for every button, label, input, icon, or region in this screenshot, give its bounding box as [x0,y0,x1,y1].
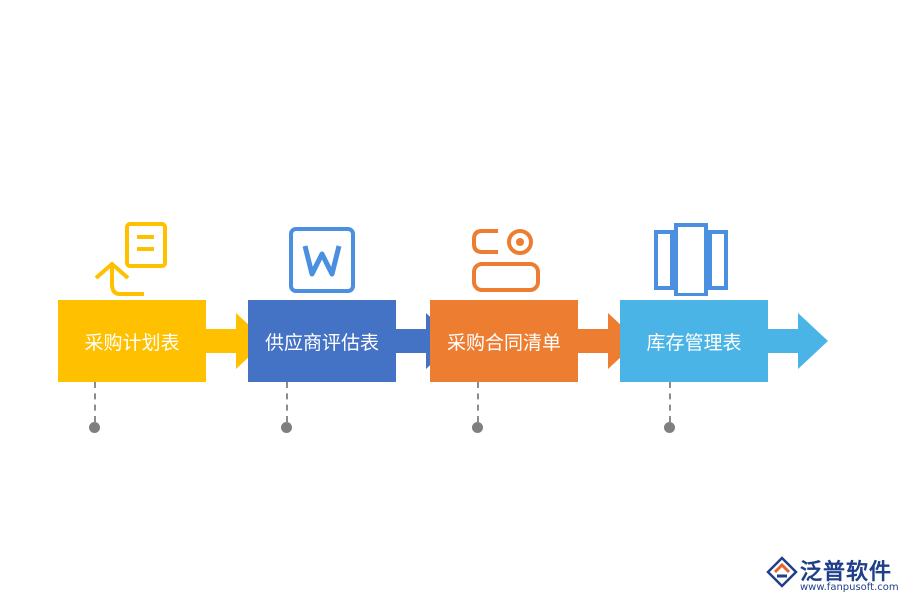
step-3-dot [472,422,483,433]
step-3-label: 采购合同清单 [446,331,561,354]
step-4-arrow-icon [768,313,828,369]
logo-mark-icon [766,556,798,588]
brand-logo: 泛普软件 www.fanpusoft.com [766,554,899,598]
toggle-card-icon [472,229,540,292]
document-return-icon [94,222,167,296]
step-1-connector [94,382,96,422]
step-2-label: 供应商评估表 [264,331,379,354]
step-1-label: 采购计划表 [84,331,180,354]
step-4-box: 库存管理表 [620,300,768,382]
step-1-box: 采购计划表 [58,300,206,382]
step-1-dot [89,422,100,433]
step-3-connector [477,382,479,422]
logo-name: 泛普软件 [800,560,893,585]
step-2-connector [286,382,288,422]
word-document-icon [289,227,355,293]
step-2-box: 供应商评估表 [248,300,396,382]
step-2-dot [281,422,292,433]
logo-url: www.fanpusoft.com [800,582,899,593]
step-4-connector [669,382,671,422]
step-4-dot [664,422,675,433]
panels-icon [654,223,728,296]
step-4-label: 库存管理表 [646,331,742,354]
step-3-box: 采购合同清单 [430,300,578,382]
